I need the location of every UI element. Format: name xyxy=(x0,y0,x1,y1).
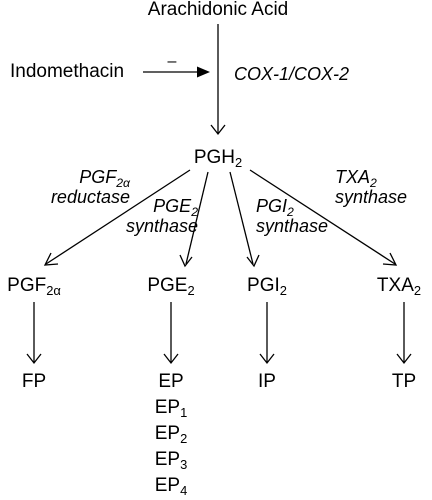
inhibitor-label: Indomethacin xyxy=(10,61,125,82)
arrowhead-txa2-to-tp xyxy=(396,353,412,365)
receptor-tp: TP xyxy=(391,371,417,392)
enzyme-txa2-synthase: TXA2 synthase xyxy=(335,167,408,208)
substrate-label: Arachidonic Acid xyxy=(147,0,289,20)
receptor-ep3: EP3 xyxy=(154,449,188,473)
arrowhead-pgh2-to-pgf2a xyxy=(43,252,59,266)
arrowhead-aa-to-pgh2 xyxy=(210,124,226,136)
receptor-ep1: EP1 xyxy=(154,397,188,421)
receptor-ep: EP xyxy=(158,371,184,392)
arrow-pgh2-to-txa2 xyxy=(249,169,396,265)
enzyme-pgi2-synthase: PGI2 synthase xyxy=(256,196,329,237)
product-txa2: TXA2 xyxy=(376,275,422,299)
receptor-ip: IP xyxy=(258,371,276,392)
receptor-ep2: EP2 xyxy=(154,423,188,447)
product-pgf2a: PGF2α xyxy=(7,275,61,299)
enzyme-pge2-synthase: PGE2 synthase xyxy=(125,196,198,237)
product-pgi2: PGI2 xyxy=(247,275,287,299)
arrow-pgh2-to-pge2 xyxy=(185,171,209,265)
arrowhead-pgh2-to-pge2 xyxy=(179,254,193,268)
enzyme-pgf2a-reductase: PGF2α reductase xyxy=(50,167,130,208)
arrow-pgh2-to-pgi2 xyxy=(229,171,254,265)
arrowhead-pgh2-to-txa2 xyxy=(382,252,398,266)
arrowhead-pgh2-to-pgi2 xyxy=(246,254,260,268)
receptor-fp: FP xyxy=(21,371,47,392)
enzyme-cox-label: COX-1/COX-2 xyxy=(234,64,350,84)
arrowhead-pge2-to-ep xyxy=(163,353,179,365)
arrowhead-pgi2-to-ip xyxy=(259,353,275,365)
receptor-ep4: EP4 xyxy=(154,475,188,499)
arrowhead-pgf2a-to-fp xyxy=(26,353,42,365)
arrow-pgh2-to-pgf2a xyxy=(45,169,191,265)
inhibition-sign: – xyxy=(168,53,177,70)
intermediate-pgh2: PGH2 xyxy=(193,147,243,171)
inhibition-arrowhead xyxy=(197,66,210,78)
product-pge2: PGE2 xyxy=(147,275,195,299)
